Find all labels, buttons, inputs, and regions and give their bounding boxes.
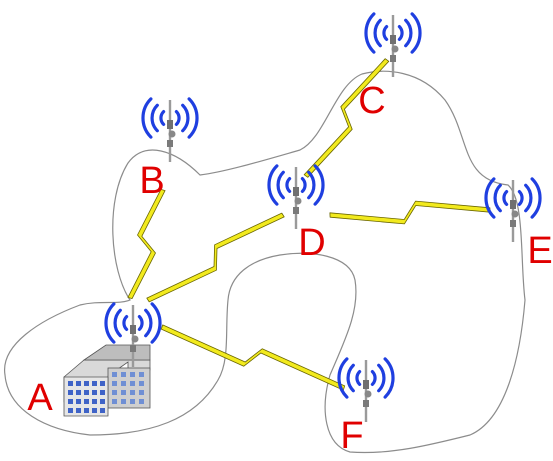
wireless-wave-icon [104, 302, 162, 344]
lightning-link-icon [160, 324, 346, 391]
building-icon [63, 344, 151, 417]
node-c: C [358, 12, 422, 122]
wireless-wave-icon [337, 357, 395, 399]
node-label-d: D [298, 222, 325, 264]
coverage-boundary [4, 70, 526, 454]
network-nodes: A B C D E F [27, 12, 553, 457]
lightning-link-icon [127, 188, 166, 300]
node-a: A [27, 302, 162, 419]
wireless-wave-icon [141, 97, 199, 139]
wireless-wave-icon [267, 164, 325, 206]
wireless-links [127, 58, 491, 391]
lightning-link-icon [303, 58, 390, 178]
lightning-link-icon [146, 212, 285, 303]
node-label-a: A [27, 377, 53, 419]
node-label-e: E [527, 230, 552, 272]
node-label-b: B [139, 160, 164, 202]
node-b: B [139, 97, 199, 202]
node-label-f: F [340, 415, 363, 457]
wireless-wave-icon [364, 12, 422, 54]
node-d: D [267, 164, 326, 264]
wireless-wave-icon [484, 177, 542, 219]
node-f: F [337, 357, 395, 457]
node-label-c: C [358, 80, 385, 122]
node-e: E [484, 177, 553, 272]
lightning-link-icon [329, 200, 491, 225]
